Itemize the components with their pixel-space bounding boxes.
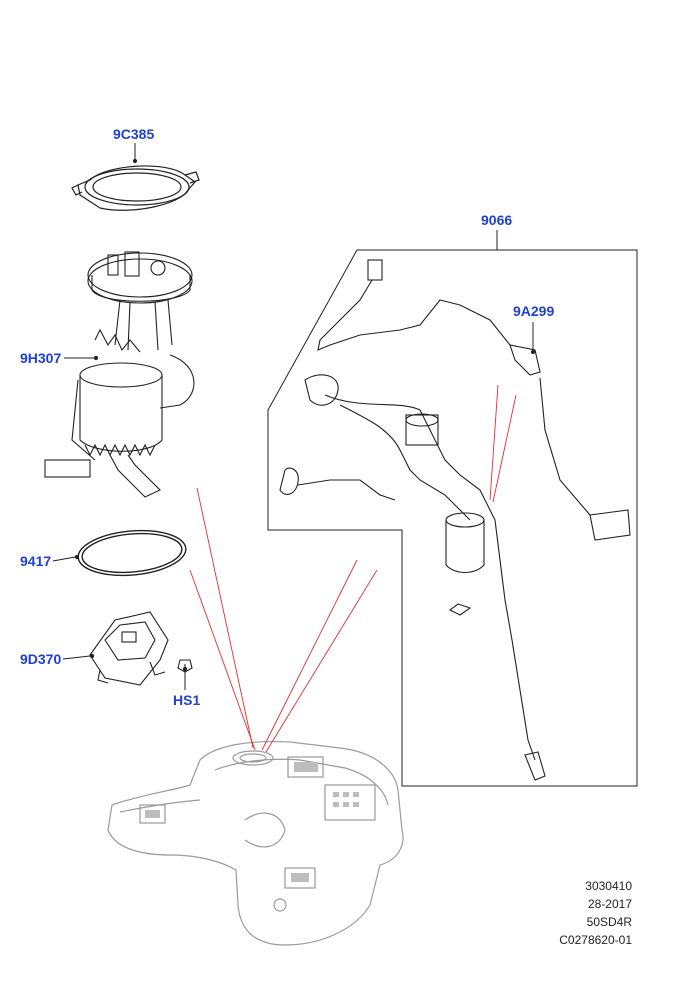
o-ring-seal [77,529,187,577]
callout-9417[interactable]: 9417 [20,553,52,569]
ref-line-1: 3030410 [585,879,632,893]
callout-9c385[interactable]: 9C385 [113,126,155,142]
callout-leaders [52,143,536,690]
hex-bolt [177,659,193,673]
callout-9066[interactable]: 9066 [481,212,513,228]
fuel-tank [107,741,404,946]
fuel-pump-module [44,251,195,498]
ref-line-2: 28-2017 [587,897,632,911]
ref-line-3: 50SD4R [586,915,632,929]
ref-line-4: C0278620-01 [559,933,632,947]
pump-cover [89,611,169,686]
locking-ring [71,165,200,211]
callout-9h307[interactable]: 9H307 [20,350,62,366]
red-leader-lines [189,384,517,753]
callout-9d370[interactable]: 9D370 [20,651,62,667]
assembly-boundary [267,230,638,787]
reference-block: 3030410 28-2017 50SD4R C0278620-01 [520,877,632,949]
callout-9a299[interactable]: 9A299 [513,303,555,319]
callout-hs1[interactable]: HS1 [173,692,201,708]
tank-label-grid [145,762,359,882]
fuel-sender-assembly [279,259,631,781]
